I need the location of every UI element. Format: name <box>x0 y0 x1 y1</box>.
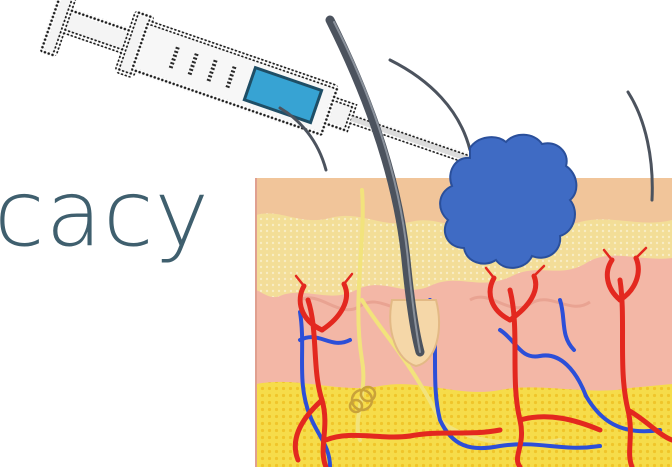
syringe-icon <box>41 0 483 195</box>
